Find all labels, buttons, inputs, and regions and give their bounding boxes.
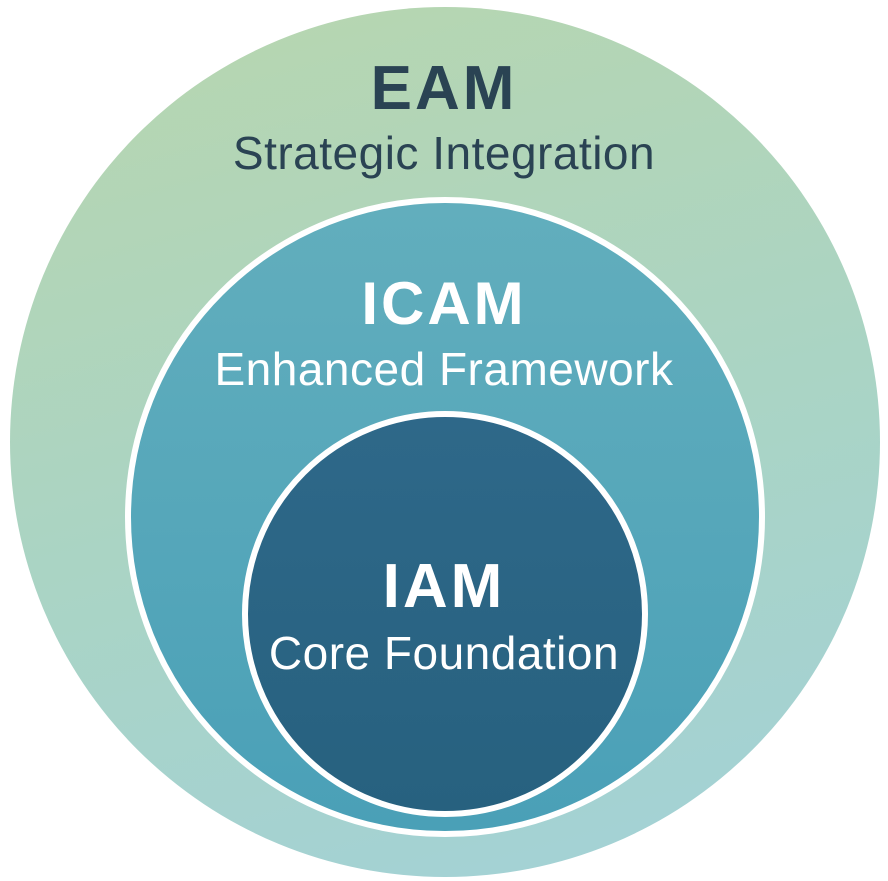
iam-acronym: IAM [382,552,506,621]
iam-label: Core Foundation [268,627,620,679]
eam-acronym: EAM [370,54,518,123]
eam-label: Strategic Integration [232,127,656,179]
icam-label: Enhanced Framework [214,343,674,395]
iam-circle [242,411,648,817]
icam-acronym: ICAM [361,270,527,337]
